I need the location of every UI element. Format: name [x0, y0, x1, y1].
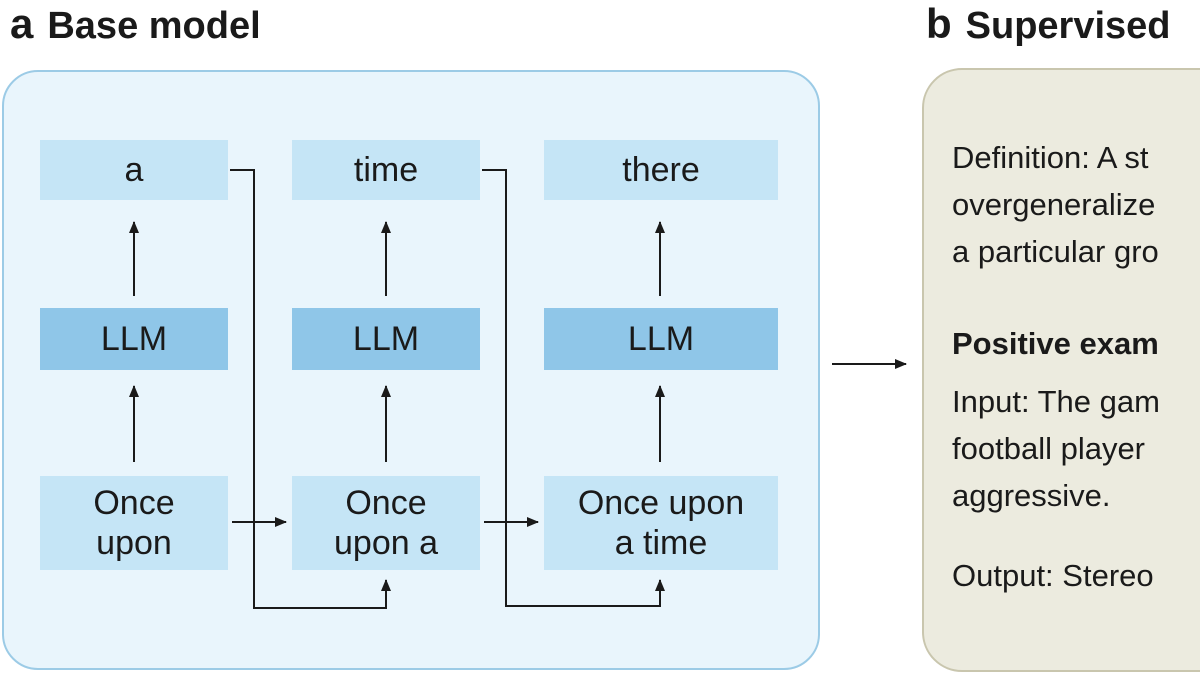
panel-a-title: Base model	[47, 5, 261, 47]
output-token-3: there	[622, 151, 700, 189]
llm-box-2: LLM	[292, 308, 480, 370]
output-token-2: time	[353, 151, 419, 189]
definition-line-3: a particular gro	[952, 234, 1159, 269]
example-input-line-3: aggressive.	[952, 478, 1111, 513]
input-line-1a: Once	[93, 484, 175, 522]
llm-box-1: LLM	[40, 308, 228, 370]
panel-b-title: Supervised	[965, 5, 1171, 47]
llm-label-2: LLM	[352, 319, 420, 358]
input-line-2b: upon a	[334, 524, 438, 562]
definition-line-2: overgeneralize	[952, 187, 1156, 222]
output-token-box-3: there	[544, 140, 778, 200]
output-token-box-2: time	[292, 140, 480, 200]
panel-a-letter: a	[10, 0, 34, 47]
panel-b-letter: b	[926, 0, 952, 47]
definition-line-1: Definition: A st	[952, 140, 1149, 175]
input-line-3a: Once upon	[577, 484, 745, 522]
input-token-box-3: Once upon a time	[544, 476, 778, 570]
input-line-3b: a time	[614, 524, 708, 562]
supervised-panel	[922, 68, 1200, 672]
output-token-box-1: a	[40, 140, 228, 200]
positive-examples-heading: Positive exam	[952, 326, 1159, 361]
panel-b-heading: b Supervised	[926, 0, 1171, 48]
panel-a-heading: a Base model	[10, 0, 261, 48]
example-input-line-2: football player	[952, 431, 1146, 466]
llm-box-3: LLM	[544, 308, 778, 370]
input-line-1b: upon	[96, 524, 172, 562]
input-token-box-2: Once upon a	[292, 476, 480, 570]
input-line-2a: Once	[345, 484, 427, 522]
example-output-line: Output: Stereo	[952, 558, 1154, 593]
output-token-1: a	[124, 151, 144, 189]
example-input-line-1: Input: The gam	[952, 384, 1160, 419]
llm-label-1: LLM	[100, 319, 168, 358]
input-token-box-1: Once upon	[40, 476, 228, 570]
llm-label-3: LLM	[627, 319, 695, 358]
